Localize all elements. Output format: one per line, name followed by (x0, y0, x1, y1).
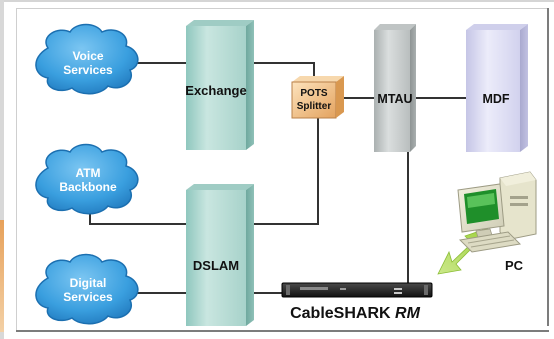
cloud-atm-line1: ATM (75, 166, 100, 180)
pots-splitter-box: POTS Splitter (291, 76, 344, 119)
mtau-box: MTAU (374, 24, 416, 152)
frame-bottom-shadow (16, 330, 549, 332)
frame-inner-top (16, 8, 547, 9)
pots-splitter-line2: Splitter (297, 101, 332, 112)
cloud-digital-services: Digital Services (35, 253, 139, 325)
cloud-atm-backbone: ATM Backbone (35, 143, 139, 215)
cloud-digital-line2: Services (63, 290, 113, 304)
cloud-voice-services: Voice Services (35, 23, 139, 95)
dslam-label: DSLAM (193, 258, 239, 273)
cableshark-name: CableSHARK (290, 305, 391, 322)
line-dslam-splitter (252, 117, 319, 225)
line-exchange-splitter (252, 62, 315, 80)
frame-right-shadow (547, 8, 549, 326)
frame-top-edge (0, 0, 554, 2)
mdf-box: MDF (466, 24, 528, 152)
pots-splitter-line1: POTS (300, 88, 328, 99)
mtau-label: MTAU (377, 92, 412, 106)
pc-label: PC (505, 258, 524, 273)
mdf-label: MDF (482, 92, 509, 106)
cloud-atm-line2: Backbone (59, 180, 117, 194)
exchange-box: Exchange (185, 20, 254, 150)
pc-computer-icon: PC (457, 171, 537, 273)
cableshark-label: CableSHARK RM (290, 305, 420, 322)
cloud-voice-line1: Voice (72, 49, 103, 63)
frame-left-accent (0, 220, 4, 332)
cableshark-suffix: RM (395, 305, 421, 322)
cloud-digital-line1: Digital (70, 276, 107, 290)
cableshark-device: CableSHARK RM (281, 282, 433, 322)
exchange-label: Exchange (185, 83, 246, 98)
frame-inner-left (16, 8, 17, 330)
cloud-voice-line2: Services (63, 63, 113, 77)
frame-left-edge (0, 0, 4, 339)
dslam-box: DSLAM (186, 184, 254, 326)
